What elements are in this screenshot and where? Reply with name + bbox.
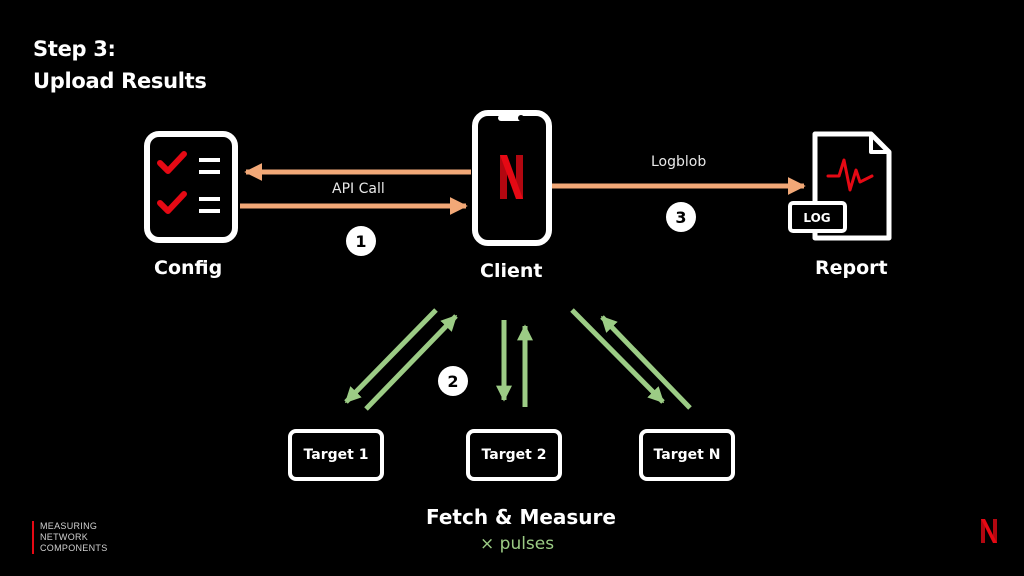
phone-netflix-icon — [472, 110, 552, 246]
client-label: Client — [480, 260, 543, 282]
title-line-2: Upload Results — [33, 69, 207, 93]
log-report-icon — [788, 131, 892, 241]
report-label: Report — [815, 257, 888, 279]
fetch-measure-title: Fetch & Measure — [426, 505, 616, 529]
step-badge-2: 2 — [438, 366, 468, 396]
checklist-icon — [144, 131, 238, 243]
target-2-label: Target 2 — [481, 447, 547, 463]
title-line-1: Step 3: — [33, 37, 116, 61]
fetch-arrow-to-target-n — [570, 308, 665, 404]
slide-title: Step 3: Upload Results — [33, 33, 207, 97]
target-n-box: Target N — [639, 429, 735, 481]
target-1-label: Target 1 — [303, 447, 369, 463]
logblob-label: Logblob — [651, 154, 707, 170]
fetch-arrow-from-target-1 — [364, 314, 458, 411]
netflix-logo-icon — [500, 155, 523, 199]
step-badge-1: 1 — [346, 226, 376, 256]
step-badge-3: 3 — [666, 202, 696, 232]
fetch-arrow-from-target-n — [600, 315, 692, 410]
footer-line-2: NETWORK — [40, 532, 89, 542]
target-n-label: Target N — [653, 447, 721, 463]
fetch-measure-subtitle: × pulses — [480, 534, 555, 554]
api-call-label: API Call — [332, 181, 385, 197]
footer-section-label: MEASURING NETWORK COMPONENTS — [32, 521, 108, 554]
log-badge-text: LOG — [803, 211, 830, 225]
netflix-n-icon — [981, 519, 997, 543]
footer-line-3: COMPONENTS — [40, 543, 108, 553]
footer-line-1: MEASURING — [40, 521, 98, 531]
fetch-arrow-to-target-1 — [344, 308, 438, 404]
target-2-box: Target 2 — [466, 429, 562, 481]
target-1-box: Target 1 — [288, 429, 384, 481]
config-label: Config — [154, 257, 223, 279]
